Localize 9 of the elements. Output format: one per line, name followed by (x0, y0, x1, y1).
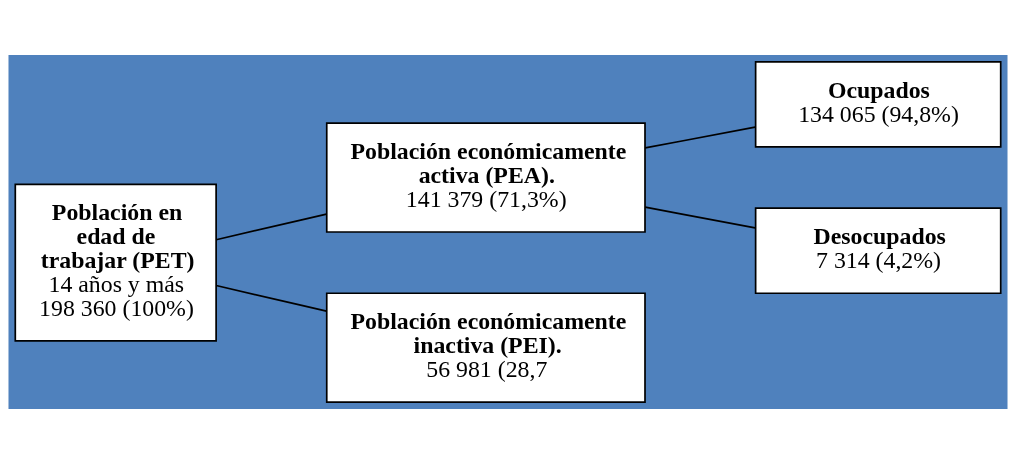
node-box: Población económicamente activa (PEA). 141 379 (71,3%) (325, 122, 646, 233)
connector (215, 284, 328, 312)
node-box: Desocupados 7 314 (4,2%) (754, 207, 1002, 295)
node-box: Población económicamente inactiva (PEI). 56 981 (28,7 (325, 292, 646, 404)
node-box: Ocupados 134 065 (94,8%) (754, 60, 1002, 148)
node-box: Población en edad de trabajar (PET) 14 años y más 198 360 (100%) (14, 183, 217, 342)
connector (644, 126, 756, 149)
connector (215, 213, 328, 241)
connector (644, 206, 756, 229)
